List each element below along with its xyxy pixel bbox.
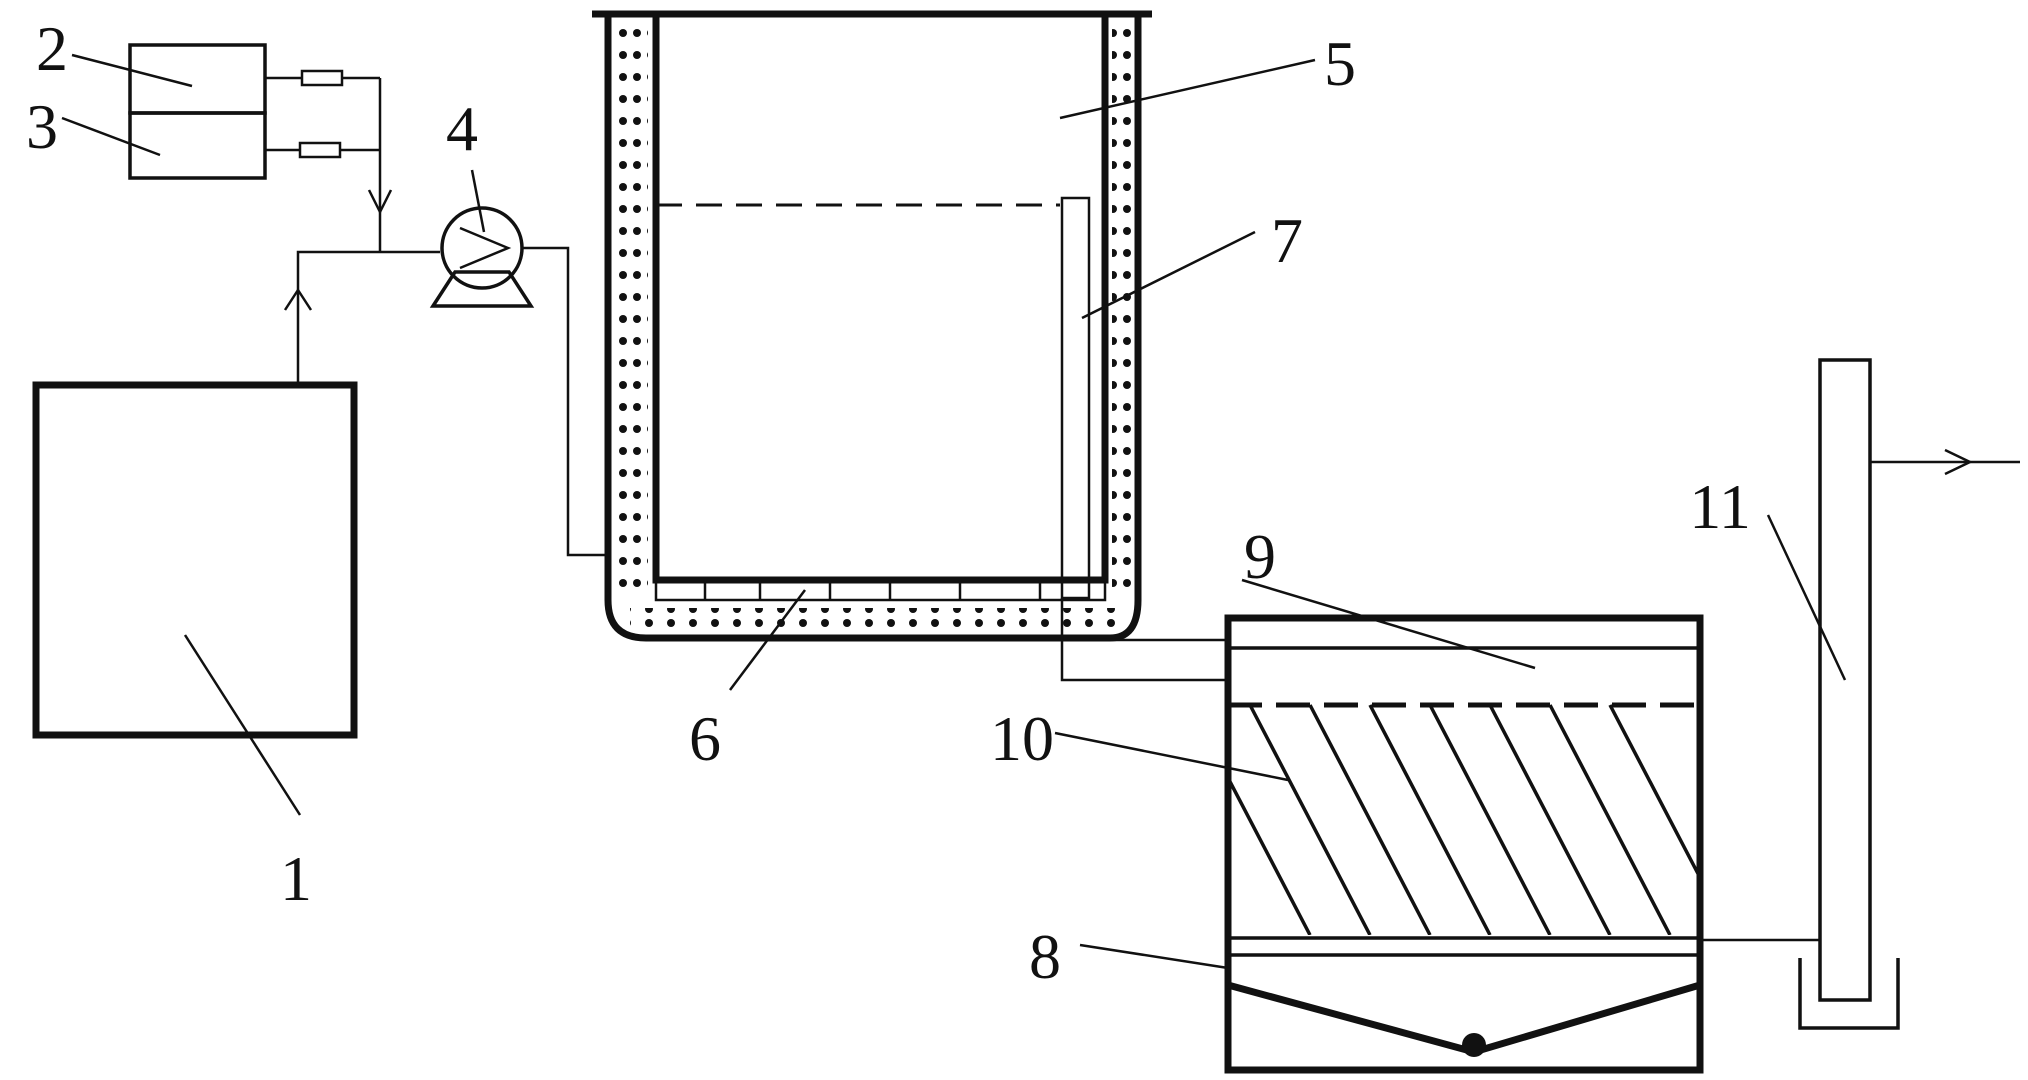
settling-tank — [1224, 614, 1704, 1074]
inclined-plates-10 — [1230, 704, 1700, 935]
label-4: 4 — [446, 93, 478, 164]
label-9: 9 — [1244, 521, 1276, 592]
dosing-lines — [265, 69, 393, 252]
label-6: 6 — [689, 703, 721, 774]
label-8: 8 — [1029, 921, 1061, 992]
dosing-box-3 — [128, 111, 267, 180]
label-1: 1 — [280, 843, 312, 914]
tank-1 — [32, 381, 358, 739]
overflow-tube-7 — [1060, 196, 1228, 682]
label-7: 7 — [1271, 205, 1303, 276]
leader-lines — [61, 53, 1847, 970]
labels: 1 2 3 4 5 6 7 8 9 10 11 — [26, 13, 1751, 992]
feed-pipe — [283, 250, 440, 385]
label-10: 10 — [990, 703, 1054, 774]
label-11: 11 — [1689, 471, 1751, 542]
filter-column-11 — [1798, 358, 2020, 1030]
label-3: 3 — [26, 91, 58, 162]
dosing-box-2 — [128, 43, 267, 115]
aeration-plate-6 — [654, 578, 1107, 602]
label-2: 2 — [36, 13, 68, 84]
label-5: 5 — [1324, 28, 1356, 99]
reactor-tank-5 — [592, 10, 1152, 642]
pump-outlet-pipe — [522, 246, 608, 557]
